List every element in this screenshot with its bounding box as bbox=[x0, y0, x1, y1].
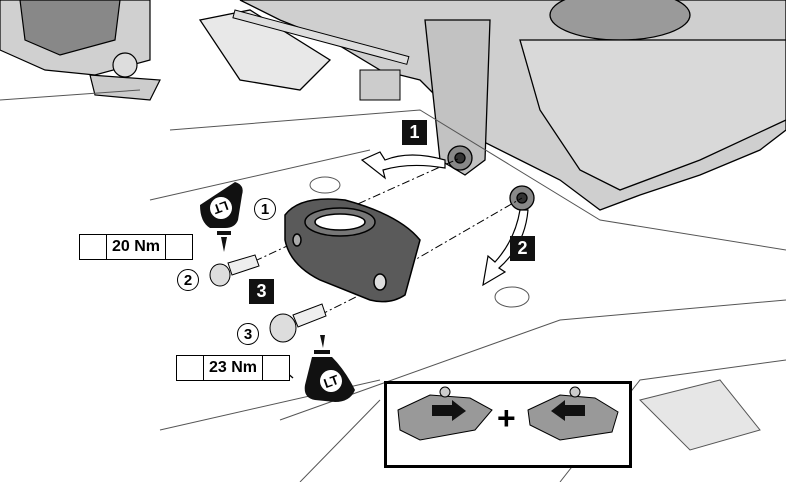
warning-cell bbox=[177, 356, 204, 380]
arrow-step-1-icon bbox=[360, 151, 446, 180]
linkage-rod bbox=[232, 9, 410, 101]
plus-sign: + bbox=[497, 400, 516, 436]
bolt-3 bbox=[269, 303, 327, 343]
arrow-step-2-icon bbox=[482, 209, 529, 287]
callout-1: 1 bbox=[254, 198, 276, 220]
bolt-2 bbox=[209, 254, 260, 287]
step-3-badge: 3 bbox=[249, 279, 274, 304]
step-2-badge: 2 bbox=[510, 236, 535, 261]
torque-value: 23 Nm bbox=[204, 356, 264, 380]
frame-lines bbox=[0, 89, 786, 482]
torque-value: 20 Nm bbox=[107, 235, 167, 259]
warning-cell bbox=[80, 235, 107, 259]
torque-spec-20nm: 20 Nm bbox=[79, 234, 194, 260]
bracket-part bbox=[284, 198, 421, 303]
callout-3: 3 bbox=[237, 323, 259, 345]
top-left-component bbox=[0, 0, 161, 101]
arrow-right-icon bbox=[432, 400, 466, 421]
callout-2: 2 bbox=[177, 269, 199, 291]
torque-spec-23nm: 23 Nm bbox=[176, 355, 291, 381]
step-1-badge: 1 bbox=[402, 120, 427, 145]
arrow-left-icon bbox=[551, 400, 585, 421]
rotation-arrows bbox=[360, 151, 529, 287]
